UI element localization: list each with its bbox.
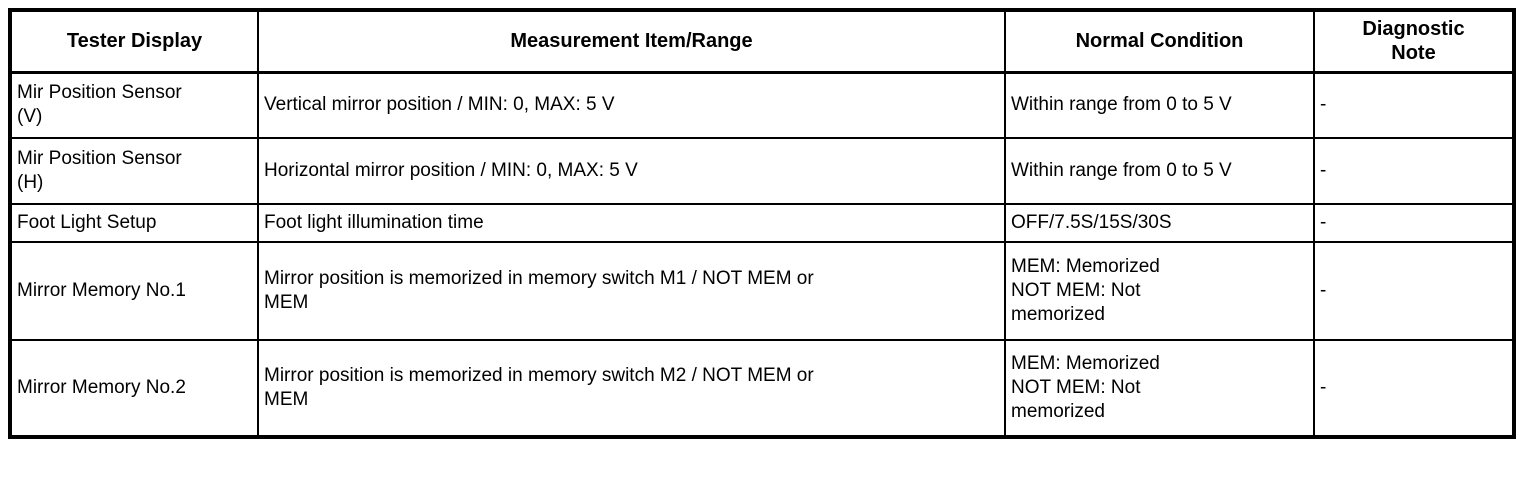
cell-normal-condition: OFF/7.5S/15S/30S (1004, 203, 1315, 243)
cell-diagnostic-note: - (1313, 203, 1515, 243)
cell-measurement: Foot light illumination time (257, 203, 1006, 243)
table-row: Mirror Memory No.1 Mirror position is me… (9, 241, 1515, 341)
cell-tester-display: Mir Position Sensor (H) (9, 137, 259, 205)
cell-measurement: Mirror position is memorized in memory s… (257, 241, 1006, 341)
cell-tester-display: Mirror Memory No.2 (9, 339, 259, 438)
cell-diagnostic-note: - (1313, 241, 1515, 341)
cell-tester-display: Foot Light Setup (9, 203, 259, 243)
cell-normal-condition: MEM: Memorized NOT MEM: Not memorized (1004, 339, 1315, 438)
header-row: Tester Display Measurement Item/Range No… (9, 9, 1515, 74)
column-header-tester-display: Tester Display (9, 9, 259, 74)
cell-tester-display: Mirror Memory No.1 (9, 241, 259, 341)
table-row: Foot Light Setup Foot light illumination… (9, 203, 1515, 243)
column-header-normal-condition: Normal Condition (1004, 9, 1315, 74)
cell-measurement: Horizontal mirror position / MIN: 0, MAX… (257, 137, 1006, 205)
column-header-diagnostic-note: Diagnostic Note (1313, 9, 1515, 74)
column-header-measurement-item-range: Measurement Item/Range (257, 9, 1006, 74)
cell-normal-condition: Within range from 0 to 5 V (1004, 71, 1315, 139)
cell-diagnostic-note: - (1313, 137, 1515, 205)
cell-diagnostic-note: - (1313, 71, 1515, 139)
cell-measurement: Mirror position is memorized in memory s… (257, 339, 1006, 438)
table-row: Mir Position Sensor (V) Vertical mirror … (9, 71, 1515, 139)
cell-normal-condition: MEM: Memorized NOT MEM: Not memorized (1004, 241, 1315, 341)
table-row: Mir Position Sensor (H) Horizontal mirro… (9, 137, 1515, 205)
cell-normal-condition: Within range from 0 to 5 V (1004, 137, 1315, 205)
cell-tester-display: Mir Position Sensor (V) (9, 71, 259, 139)
table-row: Mirror Memory No.2 Mirror position is me… (9, 339, 1515, 438)
diagnostic-data-table: Tester Display Measurement Item/Range No… (8, 8, 1516, 439)
cell-measurement: Vertical mirror position / MIN: 0, MAX: … (257, 71, 1006, 139)
cell-diagnostic-note: - (1313, 339, 1515, 438)
